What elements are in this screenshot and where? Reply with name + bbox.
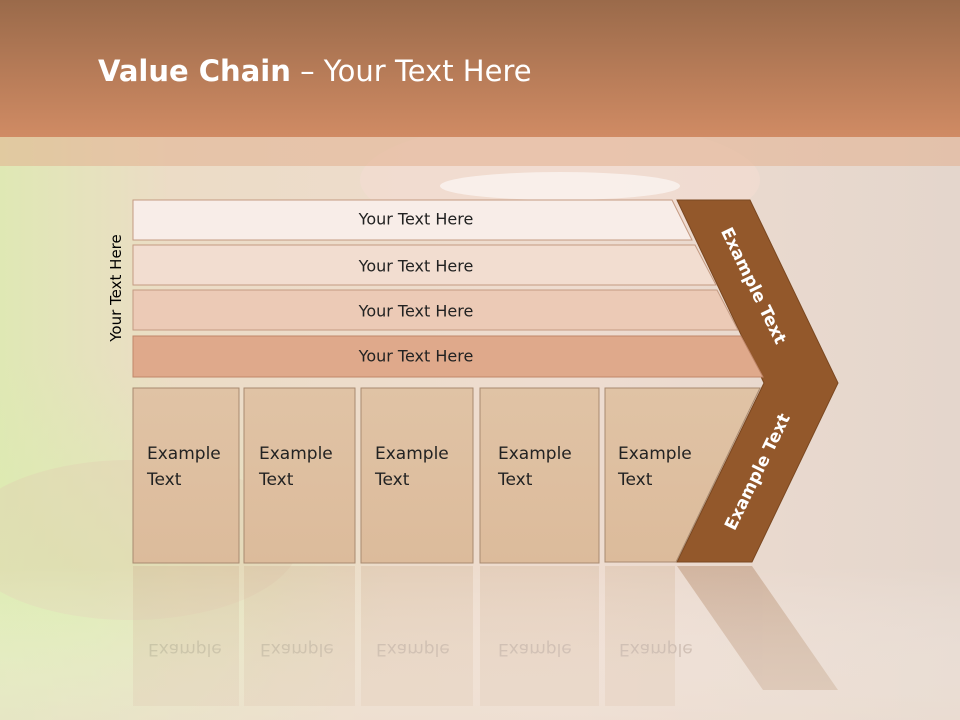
page-title: Value Chain – Your Text Here bbox=[98, 54, 532, 88]
column-2: Example Text bbox=[243, 387, 356, 564]
column-1-line2: Text bbox=[146, 470, 182, 490]
reflection-fade bbox=[0, 566, 960, 720]
column-2-line1: Example bbox=[259, 444, 333, 464]
chevron-arrow bbox=[676, 199, 839, 563]
bar-3-label: Your Text Here bbox=[358, 302, 474, 321]
column-3-line1: Example bbox=[375, 444, 449, 464]
column-4-line1: Example bbox=[498, 444, 572, 464]
column-4: Example Text bbox=[479, 387, 600, 564]
column-1-line1: Example bbox=[147, 444, 221, 464]
column-2-line2: Text bbox=[258, 470, 294, 490]
title-bold: Value Chain bbox=[98, 54, 291, 88]
title-rest: – Your Text Here bbox=[290, 54, 532, 88]
bar-2-label: Your Text Here bbox=[358, 257, 474, 276]
bar-4-label: Your Text Here bbox=[358, 347, 474, 366]
column-3-line2: Text bbox=[374, 470, 410, 490]
photo-smile-shape bbox=[440, 172, 680, 200]
column-4-line2: Text bbox=[497, 470, 533, 490]
bar-4: Your Text Here bbox=[132, 335, 764, 378]
column-5-line1: Example bbox=[618, 444, 692, 464]
column-1: Example Text bbox=[132, 387, 240, 564]
bar-1: Your Text Here bbox=[132, 199, 693, 241]
column-3: Example Text bbox=[360, 387, 474, 564]
column-5-line2: Text bbox=[617, 470, 653, 490]
column-5: Example Text bbox=[604, 387, 761, 563]
header-band bbox=[0, 0, 960, 137]
bar-2: Your Text Here bbox=[132, 244, 717, 286]
header-sub-band bbox=[0, 137, 960, 166]
bar-1-label: Your Text Here bbox=[358, 210, 474, 229]
bar-3: Your Text Here bbox=[132, 289, 739, 331]
side-label: Your Text Here bbox=[107, 234, 125, 342]
